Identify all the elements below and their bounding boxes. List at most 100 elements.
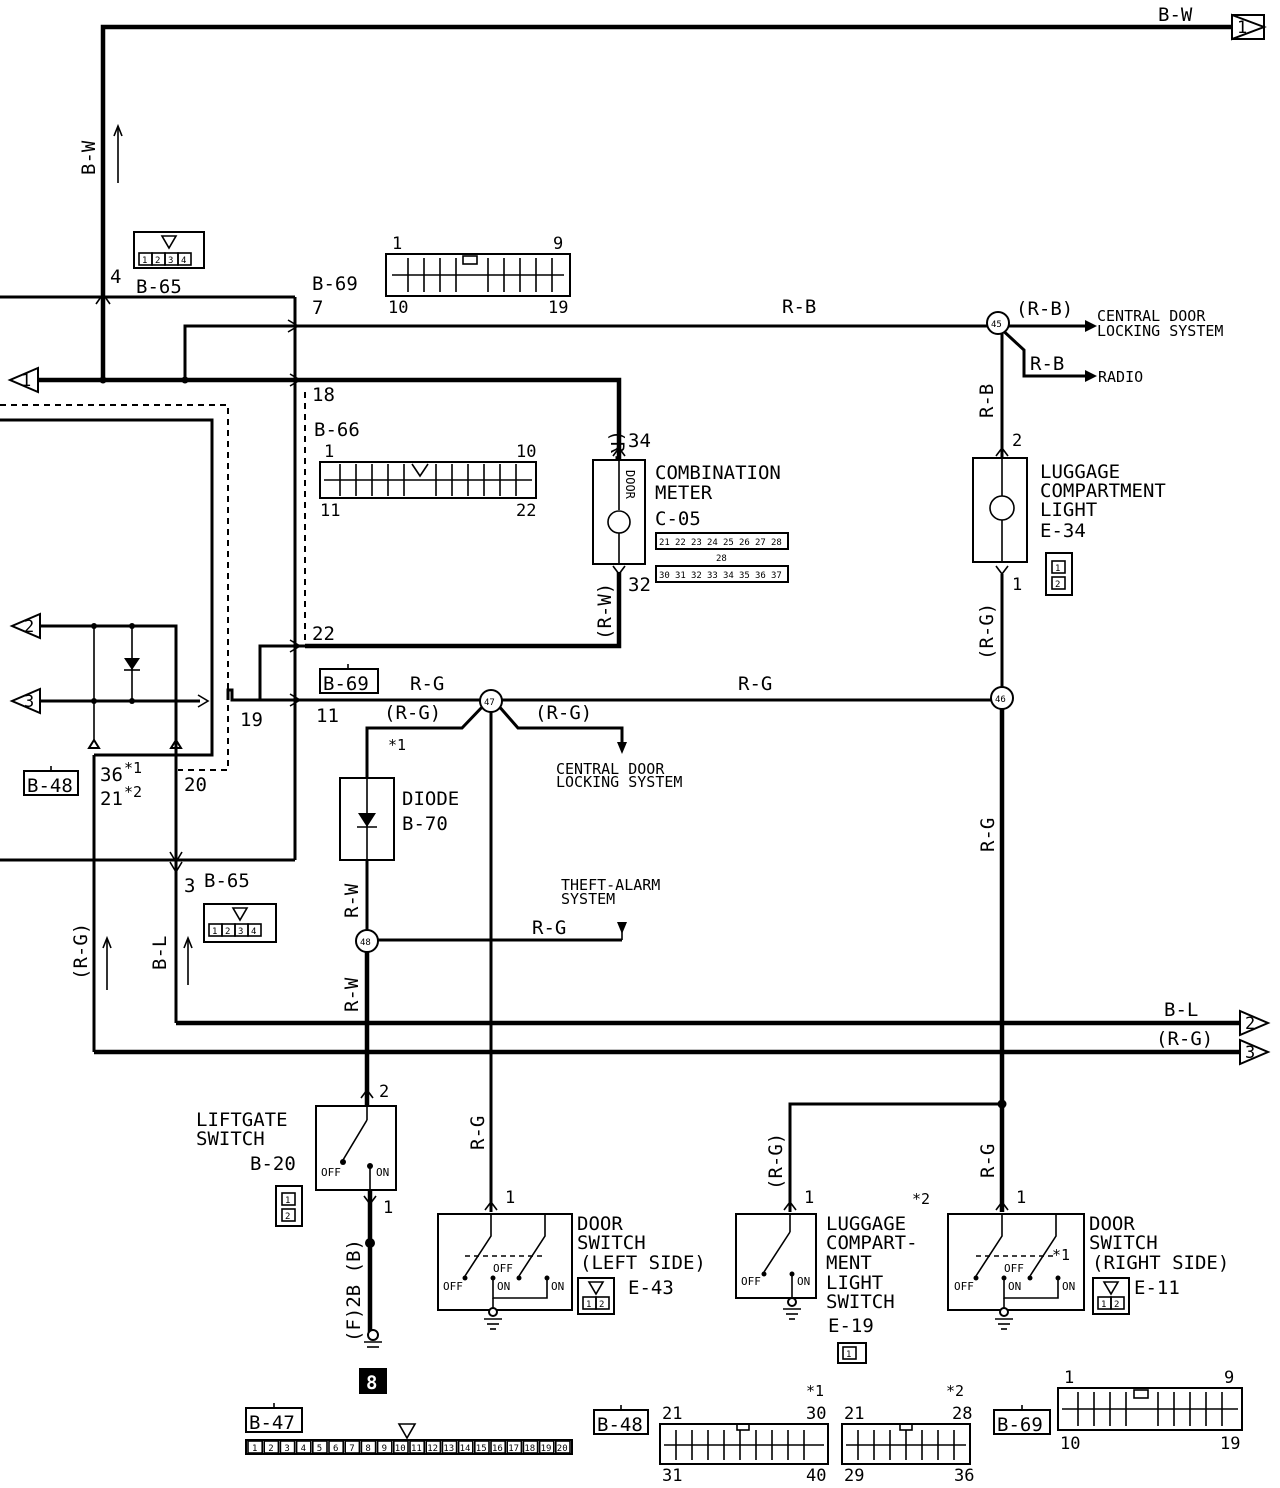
pin-b66-22: 22 [312,623,335,645]
svg-text:2: 2 [285,1212,290,1222]
svg-text:(R-G): (R-G) [976,603,998,660]
b47-pin-label: 17 [508,1444,519,1454]
svg-text:THEFT-ALARM: THEFT-ALARM [561,876,660,894]
svg-text:28: 28 [952,1404,972,1424]
svg-text:(R-G): (R-G) [765,1133,787,1190]
svg-text:OFF: OFF [954,1280,974,1293]
svg-text:OFF: OFF [741,1275,761,1288]
svg-text:23: 23 [691,538,702,548]
svg-text:2: 2 [379,1082,389,1102]
b47-pin-label: 3 [284,1444,289,1454]
svg-text:46: 46 [995,695,1006,705]
bl-rg-bottom-wires: (R-G) B-L B-L (R-G) [70,755,1240,1055]
svg-text:SYSTEM: SYSTEM [561,890,615,908]
connector-b48-legend: B-48 *1 21 30 31 40 *2 21 28 29 36 [593,1382,974,1486]
svg-text:E-19: E-19 [828,1315,874,1337]
b47-pin-cell [376,1440,393,1454]
svg-text:LUGGAGE: LUGGAGE [1040,461,1120,483]
svg-text:ON: ON [376,1166,389,1179]
b47-pin-label: 6 [333,1444,338,1454]
combination-meter: 34 DOOR 32 COMBINATION METER C-05 21 22 … [592,430,789,596]
svg-text:*2: *2 [912,1190,930,1208]
b65-top-cells: 1 2 3 4 [138,252,192,266]
b47-pin-cell [554,1440,571,1454]
svg-text:DIODE: DIODE [402,788,459,810]
svg-text:B-65: B-65 [204,870,250,892]
svg-text:48: 48 [360,938,371,948]
svg-text:METER: METER [655,482,713,504]
svg-text:10: 10 [388,298,408,318]
left-module: 2 3 [9,612,210,749]
svg-text:40: 40 [806,1466,826,1486]
junction-46: 46 [990,686,1014,710]
junction-48: 48 [355,929,379,953]
svg-text:19: 19 [1220,1434,1240,1454]
svg-text:B-69: B-69 [323,673,369,695]
b47-pin-cell [360,1440,377,1454]
b47-pin-label: 10 [395,1444,406,1454]
svg-text:4: 4 [251,927,256,937]
pin-b69-11: 11 [316,705,339,727]
connector-b69-mid: B-69 [319,664,379,695]
svg-text:34: 34 [628,430,651,452]
svg-text:R-B: R-B [782,296,816,318]
svg-text:1: 1 [586,1300,591,1310]
svg-text:RADIO: RADIO [1098,368,1143,386]
svg-text:35: 35 [739,571,750,581]
svg-text:CENTRAL DOOR: CENTRAL DOOR [556,760,665,778]
svg-text:DOOR: DOOR [1089,1213,1135,1235]
svg-text:1: 1 [1012,575,1022,595]
b47-pin-label: 8 [365,1444,370,1454]
svg-text:DOOR: DOOR [577,1213,623,1235]
svg-text:B-20: B-20 [250,1153,296,1175]
svg-text:4: 4 [181,256,186,266]
connector-b66: 1 10 11 22 [319,442,537,521]
ground-wire: (F)2B (B) 8 [343,1190,387,1394]
b47-pin-cell [392,1440,409,1454]
b47-pin-label: 7 [349,1444,354,1454]
svg-text:21: 21 [100,788,123,810]
b47-pin-cell [538,1440,555,1454]
svg-text:DOOR: DOOR [623,470,637,500]
rb-wire: R-B (R-B) CENTRAL DOOR LOCKING SYSTEM R-… [300,296,1223,458]
svg-text:E-34: E-34 [1040,520,1086,542]
svg-text:2: 2 [24,617,34,637]
offpage-ref-3-right: 3 [1239,1038,1271,1066]
svg-text:R-G: R-G [977,1144,999,1178]
svg-text:R-G: R-G [977,818,999,852]
svg-text:LOCKING SYSTEM: LOCKING SYSTEM [1097,322,1223,340]
svg-text:32: 32 [628,574,651,596]
svg-text:24: 24 [707,538,718,548]
svg-text:36: 36 [755,571,766,581]
b47-pin-label: 20 [557,1444,568,1454]
luggage-compartment-light: 2 1 LUGGAGE COMPARTMENT LIGHT E-34 1 2 [972,431,1166,596]
connector-b65-top: 1 2 3 4 4 B-65 [110,231,205,298]
svg-text:*1: *1 [1052,1246,1070,1264]
svg-text:SWITCH: SWITCH [1089,1232,1158,1254]
svg-text:B-L: B-L [149,936,171,970]
svg-text:COMPART-: COMPART- [826,1232,918,1254]
pin-b65-4: 4 [110,266,121,288]
svg-text:E-11: E-11 [1134,1277,1180,1299]
svg-text:LUGGAGE: LUGGAGE [826,1213,906,1235]
svg-text:1: 1 [846,1350,851,1360]
svg-text:B-70: B-70 [402,813,448,835]
door-switch-left: R-G 1 OFF OFF ON ON DOOR SWITCH (LEFT SI… [437,1116,706,1330]
svg-text:1: 1 [142,256,147,266]
svg-text:1: 1 [324,442,334,462]
svg-text:(R-G): (R-G) [384,702,441,724]
b47-pin-cell [441,1440,458,1454]
svg-text:3: 3 [1245,1043,1255,1063]
offpage-ref-1-left: 1 [7,366,39,394]
b47-pin-label: 16 [492,1444,503,1454]
b47-pin-cell [279,1440,296,1454]
svg-text:E-43: E-43 [628,1277,674,1299]
svg-text:SWITCH: SWITCH [826,1291,895,1313]
svg-text:B-47: B-47 [249,1412,295,1434]
svg-text:30: 30 [659,571,670,581]
svg-text:45: 45 [991,320,1002,330]
svg-text:22: 22 [675,538,686,548]
svg-text:R-W: R-W [341,977,363,1012]
